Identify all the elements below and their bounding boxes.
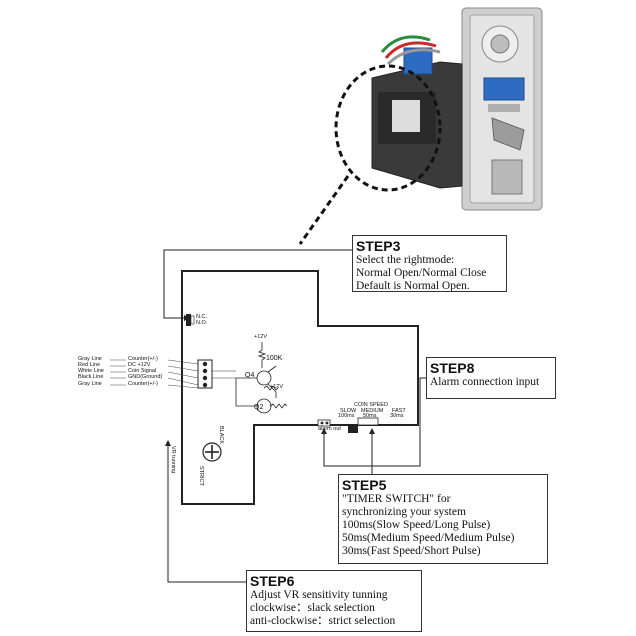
- step5-line-1: "TIMER SWITCH" for: [342, 493, 451, 505]
- q4-label: Q4: [245, 372, 255, 379]
- board-outline: [181, 270, 419, 505]
- wire-right-label-2: DC +12V: [128, 362, 151, 368]
- zoom-callout-leader: [298, 175, 350, 245]
- step3-box: STEP3 Select the rightmode: Normal Open/…: [352, 235, 507, 292]
- step3-line-1: Select the rightmode:: [356, 254, 455, 266]
- step3-title: STEP3: [356, 238, 401, 254]
- ms100-label: 100ms: [338, 413, 355, 419]
- alarm-switch: [317, 419, 331, 427]
- step5-line-4: 50ms(Medium Speed/Medium Pulse): [342, 532, 515, 544]
- step5-box: STEP5 "TIMER SWITCH" for synchronizing y…: [338, 474, 548, 564]
- wire-right-label-1: Counter(+/-): [128, 356, 158, 362]
- v12-mid-label: +12V: [270, 384, 283, 390]
- wire-connector: [197, 359, 236, 389]
- coin-acceptor-device: [371, 7, 543, 211]
- vr-tunning-label: VR tunning: [170, 446, 176, 474]
- slow-label: SLOW: [340, 408, 357, 414]
- coin-speed-label: COIN SPEED: [354, 402, 388, 408]
- wire-leaders: [110, 359, 199, 389]
- medium-label: MEDIUM: [361, 408, 384, 414]
- step6-title: STEP6: [250, 573, 295, 589]
- v12-top-label: +12V: [254, 334, 267, 340]
- wire-left-label-1: Gray Line: [78, 356, 102, 362]
- wire-left-label-3: White Line: [78, 368, 104, 374]
- step5-line-3: 100ms(Slow Speed/Long Pulse): [342, 519, 491, 531]
- wire-left-label-5: Gray Line: [78, 381, 102, 387]
- step-leader-lines: [163, 249, 426, 583]
- timer-switch: [348, 417, 379, 433]
- r100k-label: 100K: [266, 355, 283, 362]
- ms50-label: 50ms: [363, 413, 377, 419]
- wire-left-label-2: Red Line: [78, 362, 101, 368]
- step6-box: STEP6 Adjust VR sensitivity tunning cloc…: [246, 570, 422, 632]
- step5-title: STEP5: [342, 477, 387, 493]
- nc-no-switch: [186, 314, 195, 326]
- wire-left-label-4: Black Line: [78, 374, 104, 380]
- black-label: BLACK: [218, 426, 224, 445]
- ms30-label: 30ms: [390, 413, 404, 419]
- step6-line-1: Adjust VR sensitivity tunning: [250, 589, 388, 601]
- step8-box: STEP8 Alarm connection input: [426, 357, 556, 399]
- step5-line-2: synchronizing your system: [342, 506, 466, 518]
- step6-line-2: clockwise：slack selection: [250, 602, 375, 614]
- transistor-circuit: [235, 342, 288, 414]
- step5-line-5: 30ms(Fast Speed/Short Pulse): [342, 545, 481, 557]
- q2-label: Q2: [254, 404, 264, 411]
- strict-label: STRICT: [198, 466, 204, 486]
- switch-no-label: N.O.: [196, 320, 208, 326]
- fast-label: FAST: [392, 408, 406, 414]
- step3-line-3: Default is Normal Open.: [356, 280, 470, 292]
- step8-line-1: Alarm connection input: [430, 376, 540, 388]
- step6-line-3: anti-clockwise：strict selection: [250, 615, 396, 627]
- wire-right-label-3: Coin Signal: [128, 368, 157, 374]
- arrow-heads: [165, 315, 375, 446]
- alarm-out-label: alarm out: [318, 426, 341, 432]
- step8-title: STEP8: [430, 360, 475, 376]
- wire-right-label-5: Counter(+/-): [128, 381, 158, 387]
- switch-nc-label: N.C.: [196, 314, 207, 320]
- wire-right-label-4: GND(Ground): [128, 374, 163, 380]
- vr-potentiometer: [202, 442, 222, 462]
- zoom-callout-ellipse: [334, 64, 442, 192]
- step3-line-2: Normal Open/Normal Close: [356, 267, 487, 279]
